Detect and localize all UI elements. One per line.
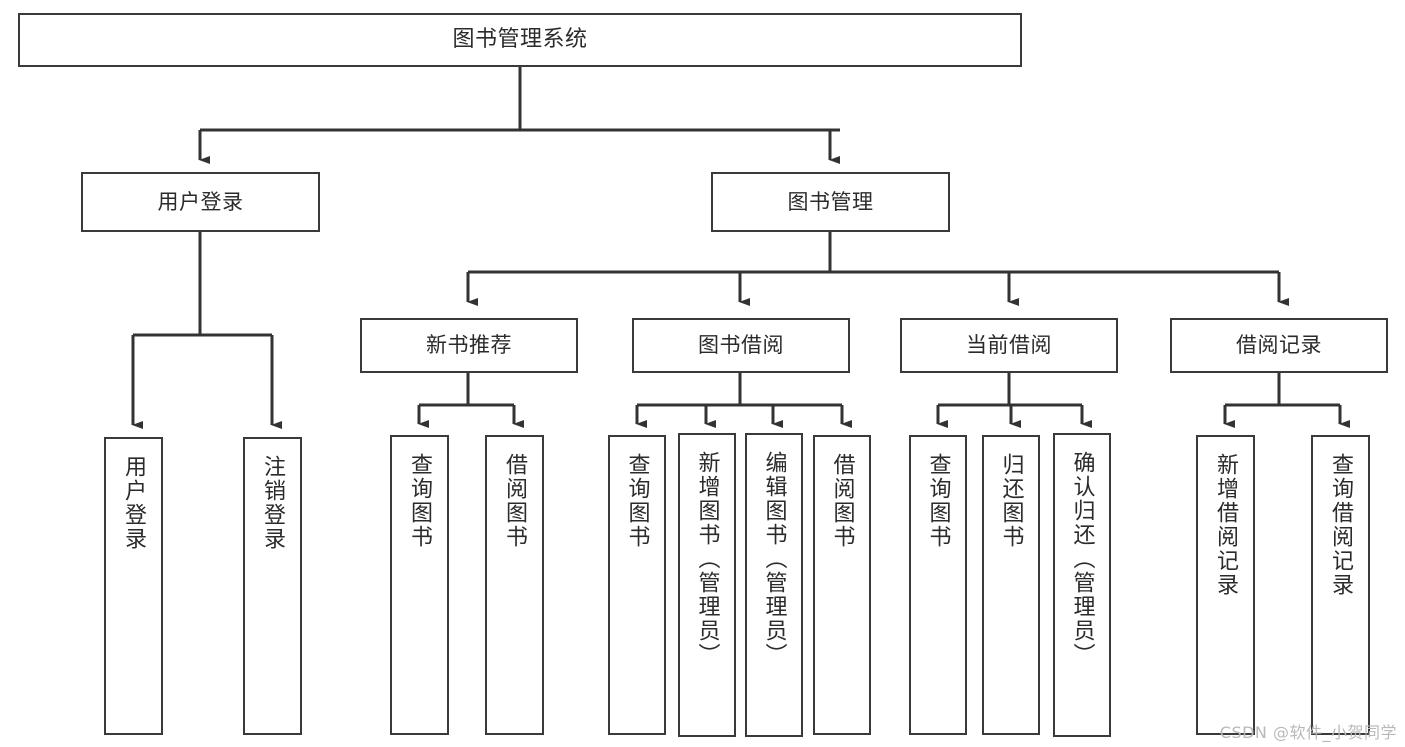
leaf-borrow-borrow-book[interactable]: 借阅图书: [813, 435, 871, 735]
leaf-user-login[interactable]: 用户登录: [104, 437, 163, 735]
leaf-borrow-edit-book-admin[interactable]: 编辑图书（管理员）: [745, 433, 803, 737]
leaf-recommend-query-book[interactable]: 查询图书: [390, 435, 449, 735]
node-label: 新增图书（管理员）: [694, 451, 720, 667]
leaf-records-query-record[interactable]: 查询借阅记录: [1311, 435, 1370, 735]
node-book-borrow[interactable]: 图书借阅: [632, 318, 850, 373]
leaf-current-confirm-return-admin[interactable]: 确认归还（管理员）: [1053, 433, 1111, 737]
node-label: 归还图书: [998, 453, 1024, 549]
node-new-book-recommend[interactable]: 新书推荐: [360, 318, 578, 373]
node-label: 新书推荐: [426, 333, 512, 358]
node-label: 用户登录: [121, 455, 147, 551]
leaf-recommend-borrow-book[interactable]: 借阅图书: [485, 435, 544, 735]
node-label: 查询图书: [624, 453, 650, 549]
node-label: 借阅记录: [1236, 333, 1322, 358]
node-label: 借阅图书: [829, 453, 855, 549]
node-label: 注销登录: [260, 455, 286, 551]
leaf-borrow-add-book-admin[interactable]: 新增图书（管理员）: [678, 433, 736, 737]
node-label: 当前借阅: [966, 333, 1052, 358]
node-current-borrow[interactable]: 当前借阅: [900, 318, 1118, 373]
leaf-borrow-query-book[interactable]: 查询图书: [608, 435, 666, 735]
leaf-records-add-record[interactable]: 新增借阅记录: [1196, 435, 1255, 735]
node-root-book-management-system[interactable]: 图书管理系统: [18, 13, 1022, 67]
leaf-current-query-book[interactable]: 查询图书: [909, 435, 967, 735]
node-book-management[interactable]: 图书管理: [711, 172, 950, 232]
node-label: 图书管理系统: [452, 27, 588, 53]
node-label: 确认归还（管理员）: [1069, 451, 1095, 667]
node-label: 编辑图书（管理员）: [761, 451, 787, 667]
leaf-current-return-book[interactable]: 归还图书: [982, 435, 1040, 735]
node-label: 查询借阅记录: [1328, 453, 1354, 597]
leaf-logout[interactable]: 注销登录: [243, 437, 302, 735]
node-label: 借阅图书: [502, 453, 528, 549]
node-borrow-records[interactable]: 借阅记录: [1170, 318, 1388, 373]
node-label: 图书管理: [787, 189, 874, 214]
node-label: 查询图书: [925, 453, 951, 549]
node-label: 新增借阅记录: [1213, 453, 1239, 597]
node-label: 图书借阅: [698, 333, 784, 358]
node-label: 用户登录: [157, 189, 244, 214]
node-label: 查询图书: [407, 453, 433, 549]
node-user-login[interactable]: 用户登录: [81, 172, 320, 232]
